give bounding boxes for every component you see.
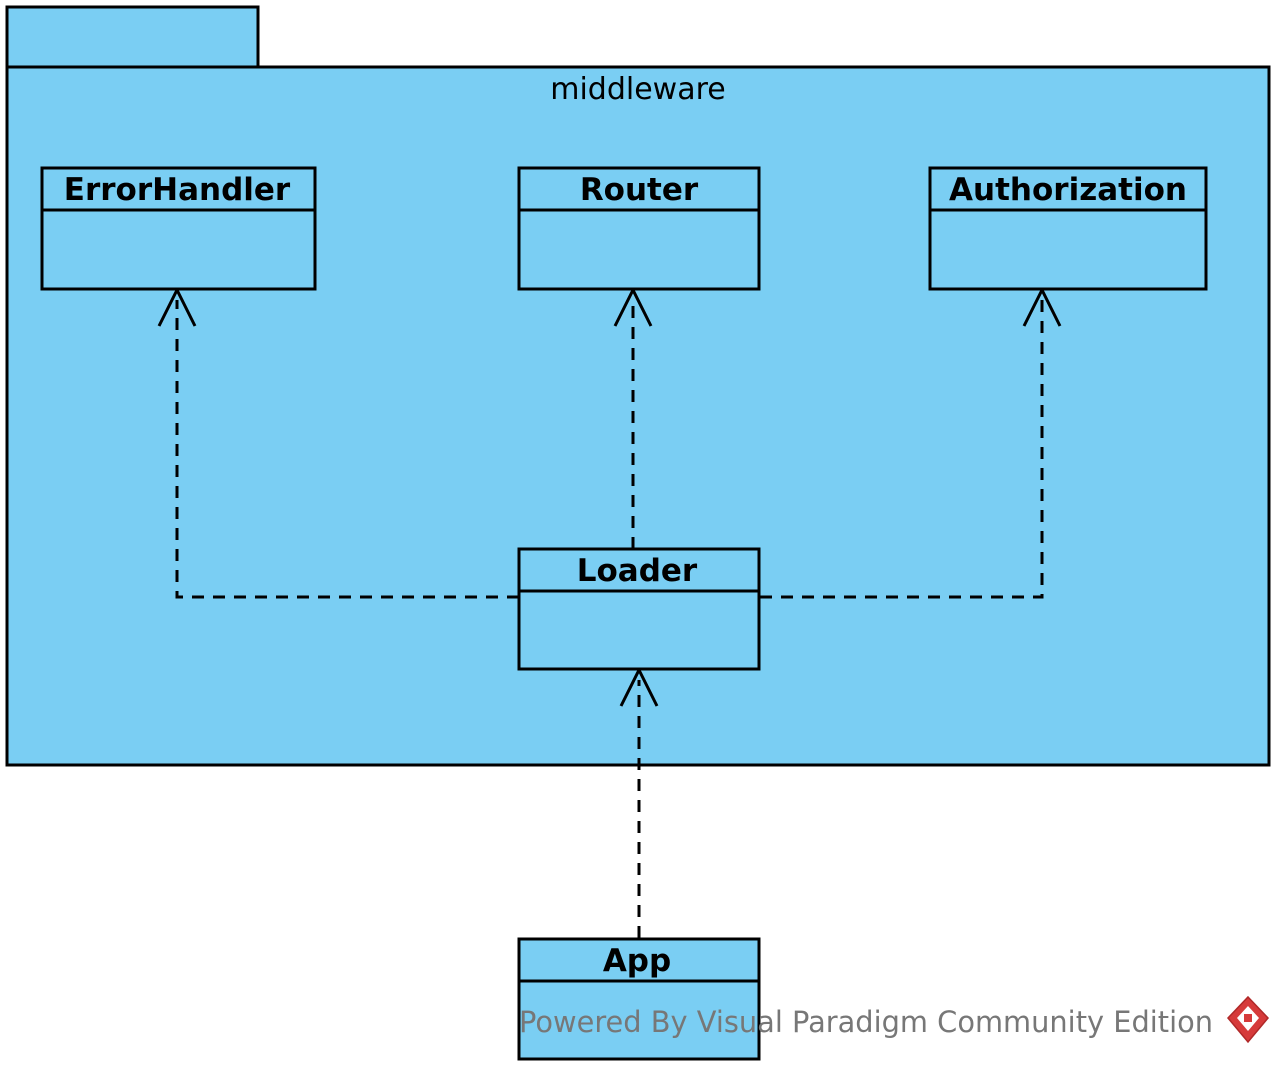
class-loader[interactable]: Loader	[517, 547, 761, 671]
class-name: Authorization	[949, 172, 1187, 208]
class-name: ErrorHandler	[64, 172, 291, 208]
class-errorhandler[interactable]: ErrorHandler	[40, 166, 317, 291]
class-name: App	[603, 943, 671, 979]
dependency-lines	[175, 300, 1044, 938]
dependency-loader-authorization[interactable]	[760, 300, 1044, 599]
watermark-text: Powered By Visual Paradigm Community Edi…	[519, 1005, 1213, 1039]
class-box	[517, 937, 761, 1061]
class-app[interactable]: App	[517, 937, 761, 1061]
package-name: middleware	[550, 72, 726, 107]
class-router[interactable]: Router	[517, 166, 761, 291]
visual-paradigm-logo-icon	[1226, 995, 1270, 1044]
dependency-loader-errorhandler[interactable]	[175, 300, 519, 599]
class-authorization[interactable]: Authorization	[928, 166, 1208, 291]
class-box	[40, 166, 317, 291]
package-tab	[5, 5, 260, 69]
class-box	[928, 166, 1208, 291]
watermark: Powered By Visual Paradigm Community Edi…	[519, 995, 1270, 1044]
class-name: Router	[580, 172, 699, 208]
class-name: Loader	[577, 553, 698, 589]
class-box	[517, 547, 761, 671]
class-box	[517, 166, 761, 291]
